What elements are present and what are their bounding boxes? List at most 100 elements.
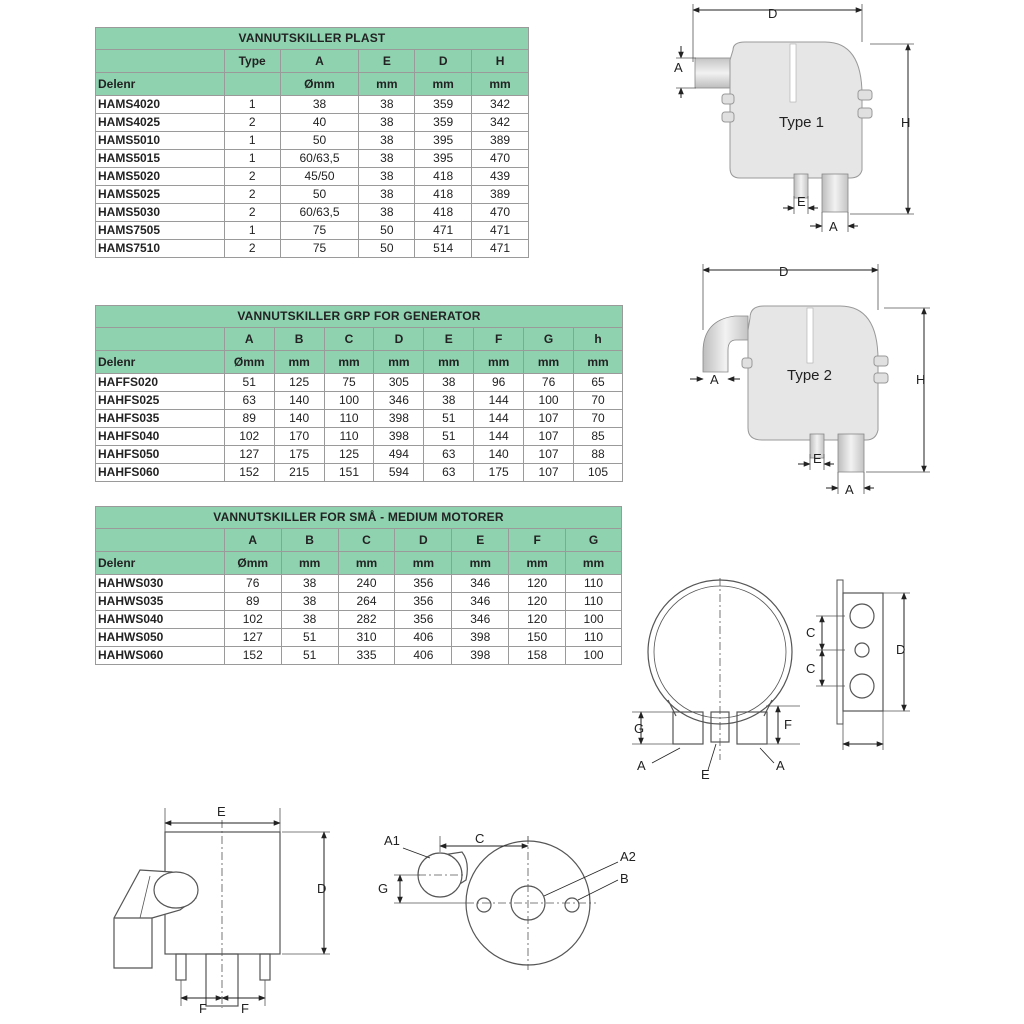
header-cell: mm bbox=[423, 350, 475, 374]
header-cell: A bbox=[279, 49, 360, 73]
type2-label: Type 2 bbox=[787, 367, 832, 384]
header-cell: mm bbox=[451, 551, 510, 575]
header-cell: Type bbox=[223, 49, 281, 73]
header-cell: E bbox=[451, 528, 510, 552]
table-cell: 175 bbox=[473, 463, 525, 482]
header-cell: mm bbox=[565, 551, 622, 575]
dim-d-label: D bbox=[317, 881, 326, 896]
dim-e-label: E bbox=[217, 804, 226, 819]
table-cell: 594 bbox=[373, 463, 425, 482]
table-cell: 107 bbox=[523, 409, 575, 428]
table-title: VANNUTSKILLER PLAST bbox=[95, 27, 529, 50]
header-cell: C bbox=[323, 327, 375, 351]
table-cell: 60/63,5 bbox=[279, 203, 360, 222]
table-cell: 63 bbox=[423, 463, 475, 482]
header-cell: F bbox=[508, 528, 567, 552]
table-cell: 107 bbox=[523, 463, 575, 482]
table-cell: 89 bbox=[223, 592, 282, 611]
table-cell: 144 bbox=[473, 391, 525, 410]
table-cell: 389 bbox=[471, 131, 529, 150]
header-cell bbox=[95, 528, 225, 552]
table-cell: 150 bbox=[508, 628, 567, 647]
header-cell: Ømm bbox=[279, 72, 360, 96]
table-cell: 346 bbox=[451, 574, 510, 593]
table-cell: 50 bbox=[279, 131, 360, 150]
table-cell: 215 bbox=[273, 463, 325, 482]
dim-a-label: A bbox=[710, 372, 719, 387]
type1-drawing: D Type 1 A H E A bbox=[674, 4, 914, 234]
table-cell: 51 bbox=[280, 628, 339, 647]
type1-label: Type 1 bbox=[779, 114, 824, 131]
dim-b-label: B bbox=[620, 871, 629, 886]
dim-g-label: G bbox=[378, 881, 388, 896]
table-cell: 152 bbox=[223, 646, 282, 665]
header-cell: mm bbox=[358, 72, 416, 96]
dim-h-label: H bbox=[901, 115, 910, 130]
dim-h-label: H bbox=[916, 372, 925, 387]
table-cell: 50 bbox=[358, 239, 416, 258]
table-cell: 120 bbox=[508, 574, 567, 593]
header-cell: mm bbox=[523, 350, 575, 374]
table-cell: 127 bbox=[223, 628, 282, 647]
table-cell: 471 bbox=[471, 221, 529, 240]
table-title: VANNUTSKILLER GRP FOR GENERATOR bbox=[95, 305, 623, 328]
dim-c-label: C bbox=[806, 661, 815, 676]
dim-g-label: G bbox=[634, 721, 644, 736]
table-cell: 398 bbox=[451, 646, 510, 665]
header-cell bbox=[95, 327, 225, 351]
dim-a-label: A bbox=[845, 482, 854, 497]
table-cell: 51 bbox=[280, 646, 339, 665]
table-cell: 398 bbox=[373, 427, 425, 446]
dim-a-label: A bbox=[637, 758, 646, 773]
header-cell: Delenr bbox=[95, 72, 225, 96]
header-cell: mm bbox=[473, 350, 525, 374]
header-cell: Delenr bbox=[95, 551, 225, 575]
table-cell: 60/63,5 bbox=[279, 149, 360, 168]
round-separator-drawing bbox=[647, 578, 884, 760]
table-cell: 514 bbox=[414, 239, 473, 258]
table-cell: 359 bbox=[414, 95, 473, 114]
header-cell: H bbox=[471, 49, 529, 73]
dim-a-label: A bbox=[674, 60, 683, 75]
header-cell: C bbox=[337, 528, 396, 552]
table-cell: 110 bbox=[323, 409, 375, 428]
header-cell: G bbox=[565, 528, 622, 552]
table-cell: 240 bbox=[337, 574, 396, 593]
header-cell: mm bbox=[323, 350, 375, 374]
header-cell: D bbox=[373, 327, 425, 351]
part-number-cell: HAHFS060 bbox=[95, 463, 225, 482]
header-cell: A bbox=[223, 528, 282, 552]
table-cell: 75 bbox=[279, 221, 360, 240]
header-cell: mm bbox=[280, 551, 339, 575]
table-grp-generator: VANNUTSKILLER GRP FOR GENERATOR A B C D … bbox=[95, 305, 623, 482]
type2-drawing: D Type 2 A H E A bbox=[690, 264, 930, 497]
header-cell: h bbox=[573, 327, 623, 351]
header-cell: Ømm bbox=[223, 551, 282, 575]
header-cell: F bbox=[473, 327, 525, 351]
dim-c-label: C bbox=[475, 831, 484, 846]
header-cell: A bbox=[223, 327, 275, 351]
dim-c-label: C bbox=[806, 625, 815, 640]
part-number-cell: HAMS7510 bbox=[95, 239, 225, 258]
table-cell: 100 bbox=[565, 646, 622, 665]
dim-a2-label: A2 bbox=[620, 849, 636, 864]
top-view-drawing bbox=[417, 836, 596, 970]
top-view-dims: C A1 G A2 B bbox=[378, 831, 636, 904]
side-view-dims: E D F F bbox=[164, 804, 330, 1016]
table-cell: 152 bbox=[223, 463, 275, 482]
dim-e-label: E bbox=[813, 451, 822, 466]
table-cell: 50 bbox=[279, 185, 360, 204]
table-cell: 120 bbox=[508, 610, 567, 629]
table-cell: 100 bbox=[323, 391, 375, 410]
table-cell: 418 bbox=[414, 203, 473, 222]
